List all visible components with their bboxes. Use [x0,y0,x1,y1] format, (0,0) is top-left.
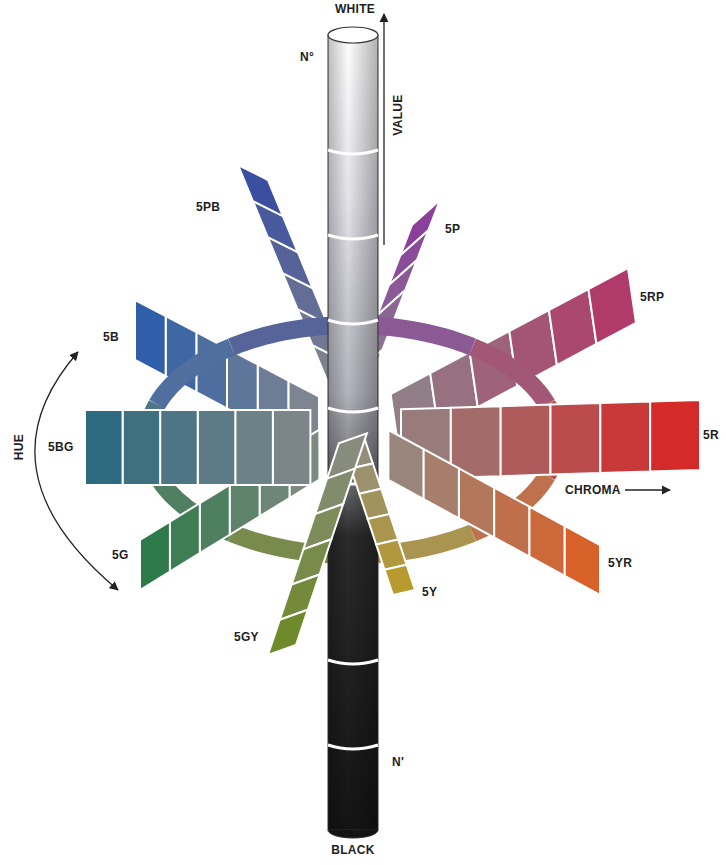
chroma-step [273,410,311,485]
chroma-step [123,410,161,485]
chroma-step [501,405,551,477]
ring-segment [472,347,546,405]
hue-label: 5RP [640,290,664,304]
hue-fin [388,430,600,595]
value-cylinder [328,35,378,830]
chroma-step [385,565,415,595]
chroma-step [529,507,564,576]
chroma-step [588,268,636,344]
chroma-step [459,468,494,537]
cylinder-top [328,27,378,43]
chroma-step [238,165,283,216]
hue-fins-front [85,400,700,655]
value-step [328,660,378,664]
chroma-step [235,410,273,485]
pole-label: WHITE [335,2,375,16]
axis-label: CHROMA [565,483,621,497]
axis-label: VALUE [391,94,405,135]
cylinder-base [328,830,378,838]
value-step [328,408,378,412]
notation-label: N' [392,755,404,769]
chroma-step [170,503,200,571]
hue-arrow [35,352,118,590]
value-step [328,745,378,749]
chroma-step [650,400,700,472]
chroma-step [551,403,601,475]
hue-label: 5GY [234,630,259,644]
hue-label: 5Y [422,585,437,599]
notation-label: N° [300,50,314,64]
hue-label: 5YR [608,556,632,570]
chroma-step [494,488,529,557]
chroma-step [200,485,230,553]
chroma-step [198,410,236,485]
hue-label: 5BG [48,440,74,454]
chroma-step [135,300,166,376]
ring-segment [157,347,231,405]
axis-arrows [35,14,670,590]
chroma-step [268,610,308,655]
axis-label: HUE [12,434,26,460]
chroma-step [85,410,123,485]
chroma-step [140,522,170,590]
value-step [328,150,378,154]
hue-label: 5P [445,222,460,236]
value-step [328,235,378,239]
cylinder-shading [328,35,378,830]
value-arrow [383,14,384,245]
hue-fin [85,410,310,485]
hue-label: 5B [103,330,119,344]
chroma-step [424,449,459,518]
chroma-step [401,200,441,255]
chroma-step [600,402,650,474]
hue-label: 5G [112,548,129,562]
chroma-step [388,430,423,499]
chroma-arrow [625,489,670,490]
value-axis [328,27,378,838]
hue-label: 5R [703,428,719,442]
hue-label: 5PB [196,200,220,214]
value-step [328,320,378,324]
chroma-step [160,410,198,485]
pole-label: BLACK [331,843,375,857]
chroma-step [565,526,600,595]
